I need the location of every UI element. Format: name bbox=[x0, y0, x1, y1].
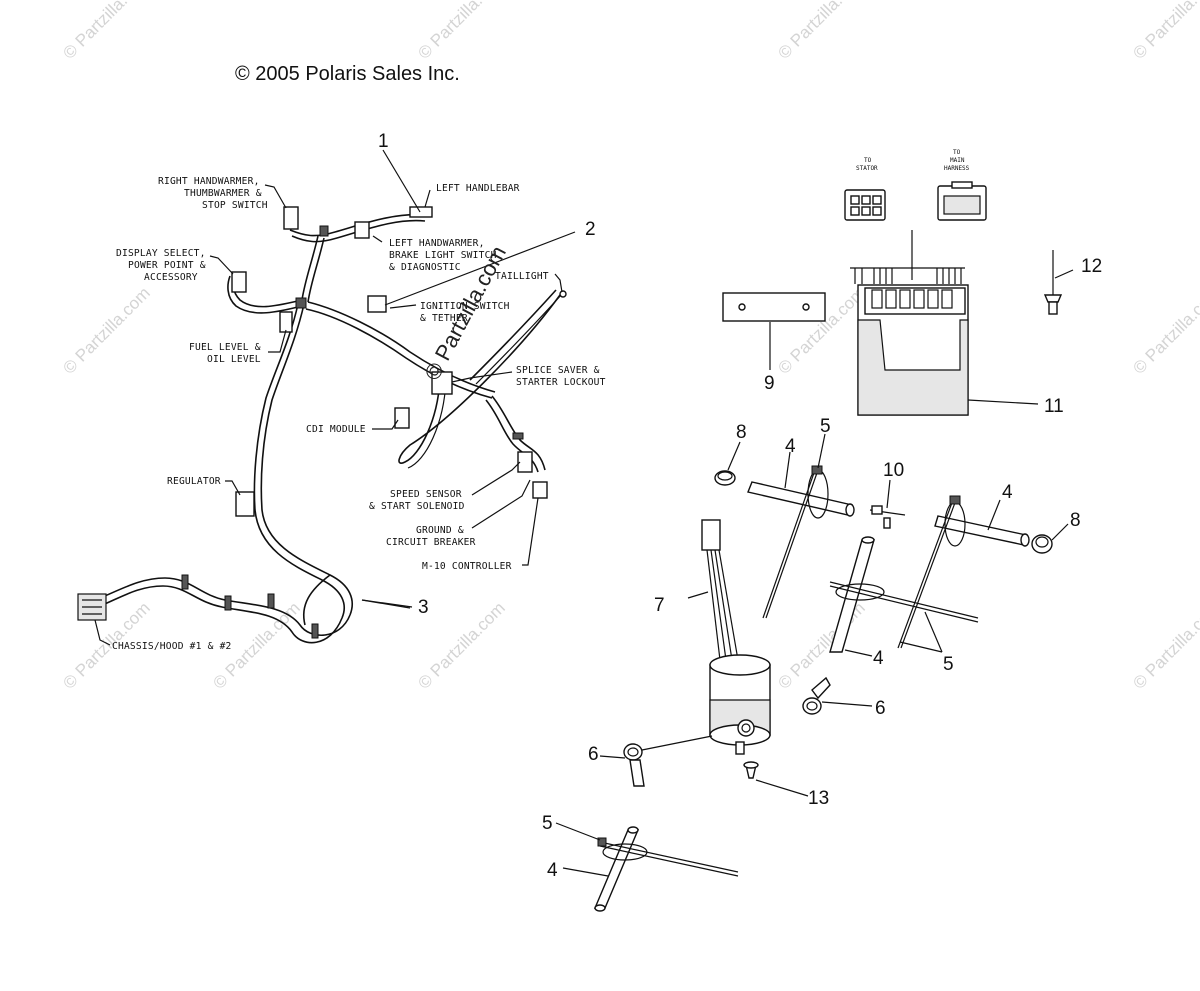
callout-7: 7 bbox=[654, 595, 665, 616]
label-ground: CIRCUIT BREAKER bbox=[386, 537, 476, 548]
rivet-part bbox=[1043, 250, 1063, 315]
callout-5: 5 bbox=[943, 654, 954, 675]
label-right-handwarmer: RIGHT HANDWARMER, bbox=[158, 176, 260, 187]
connector-left-handlebar bbox=[409, 206, 433, 218]
callout-4: 4 bbox=[547, 860, 558, 881]
callout-5: 5 bbox=[820, 416, 831, 437]
label-to-main-harness: MAIN bbox=[950, 157, 965, 164]
wiring-harness bbox=[77, 206, 567, 644]
label-splice-saver: STARTER LOCKOUT bbox=[516, 377, 606, 388]
label-right-handwarmer: THUMBWARMER & bbox=[184, 188, 262, 199]
label-display-select: POWER POINT & bbox=[128, 260, 206, 271]
label-left-handwarmer: LEFT HANDWARMER, bbox=[389, 238, 485, 249]
callout-6: 6 bbox=[875, 698, 886, 719]
connector-display-select bbox=[231, 271, 247, 293]
label-speed-sensor: & START SOLENOID bbox=[369, 501, 465, 512]
connector-ignition bbox=[367, 295, 387, 313]
connector-faces: TO STATOR TO MAIN HARNESS bbox=[844, 149, 987, 221]
callout-8: 8 bbox=[1070, 510, 1081, 531]
connector-regulator bbox=[235, 491, 255, 517]
label-left-handwarmer: & DIAGNOSTIC bbox=[389, 262, 461, 273]
label-ignition: & TETHER bbox=[420, 313, 468, 324]
label-left-handlebar: LEFT HANDLEBAR bbox=[436, 183, 520, 194]
label-regulator: REGULATOR bbox=[167, 476, 221, 487]
watermark: © Partzilla.com bbox=[414, 0, 508, 63]
label-to-stator: TO bbox=[864, 157, 872, 164]
label-display-select: DISPLAY SELECT, bbox=[116, 248, 206, 259]
connector-right-handwarmer bbox=[283, 206, 299, 230]
spacer-plate-part bbox=[722, 292, 826, 322]
connector-splice-saver bbox=[431, 371, 453, 395]
callout-9: 9 bbox=[764, 373, 775, 394]
watermark: © Partzilla.com bbox=[59, 0, 153, 63]
watermark: © Partzilla.com bbox=[1129, 0, 1200, 63]
connector-left-handwarmer bbox=[354, 221, 370, 239]
label-fuel-level: FUEL LEVEL & bbox=[189, 342, 261, 353]
callout-12: 12 bbox=[1081, 256, 1102, 277]
watermark: © Partzilla.com bbox=[1129, 283, 1200, 377]
regulator-part bbox=[850, 230, 969, 416]
label-splice-saver: SPLICE SAVER & bbox=[516, 365, 600, 376]
callout-5: 5 bbox=[542, 813, 553, 834]
callout-11: 11 bbox=[1044, 396, 1064, 417]
label-to-main-harness: HARNESS bbox=[944, 165, 970, 172]
connector-cdi-module bbox=[394, 407, 410, 429]
watermark: © Partzilla.com bbox=[1129, 598, 1200, 692]
label-to-main-harness: TO bbox=[953, 149, 961, 156]
lower-tube-part bbox=[593, 826, 739, 912]
connector-speed-sensor bbox=[517, 451, 533, 473]
label-to-stator: STATOR bbox=[856, 165, 878, 172]
callout-2: 2 bbox=[585, 219, 596, 240]
label-cdi-module: CDI MODULE bbox=[306, 424, 366, 435]
callout-3: 3 bbox=[418, 597, 429, 618]
bushing-parts bbox=[623, 676, 831, 787]
callout-numbers: 1 2 3 4 4 4 4 5 5 5 6 6 7 8 8 9 10 11 12… bbox=[378, 131, 1102, 881]
harness-leaders bbox=[94, 149, 576, 646]
connector-m10-controller bbox=[532, 481, 548, 499]
label-display-select: ACCESSORY bbox=[144, 272, 198, 283]
label-ignition: IGNITION SWITCH bbox=[420, 301, 510, 312]
callout-1: 1 bbox=[378, 131, 389, 152]
callout-leaders bbox=[361, 269, 1074, 877]
label-m10-controller: M-10 CONTROLLER bbox=[422, 561, 512, 572]
callout-6: 6 bbox=[588, 744, 599, 765]
watermark: © Partzilla.com bbox=[59, 283, 153, 377]
tube-and-ties bbox=[714, 465, 1053, 653]
watermark: © Partzilla.com bbox=[774, 598, 868, 692]
label-speed-sensor: SPEED SENSOR bbox=[390, 489, 462, 500]
callout-4: 4 bbox=[785, 436, 796, 457]
label-fuel-level: OIL LEVEL bbox=[207, 354, 261, 365]
label-right-handwarmer: STOP SWITCH bbox=[202, 200, 268, 211]
label-chassis-hood: CHASSIS/HOOD #1 & #2 bbox=[112, 641, 232, 652]
harness-labels: LEFT HANDLEBAR RIGHT HANDWARMER, THUMBWA… bbox=[112, 176, 606, 652]
callout-13: 13 bbox=[808, 788, 829, 809]
sensor-assembly-part bbox=[687, 519, 771, 755]
callout-10: 10 bbox=[883, 460, 904, 481]
watermark: © Partzilla.com bbox=[774, 0, 868, 63]
callout-8: 8 bbox=[736, 422, 747, 443]
connector-fuel-level bbox=[279, 311, 293, 333]
label-left-handwarmer: BRAKE LIGHT SWITCH bbox=[389, 250, 497, 261]
copyright-text: © 2005 Polaris Sales Inc. bbox=[235, 63, 460, 85]
callout-4: 4 bbox=[1002, 482, 1013, 503]
label-ground: GROUND & bbox=[416, 525, 464, 536]
label-taillight: TAILLIGHT bbox=[495, 271, 549, 282]
callout-4: 4 bbox=[873, 648, 884, 669]
